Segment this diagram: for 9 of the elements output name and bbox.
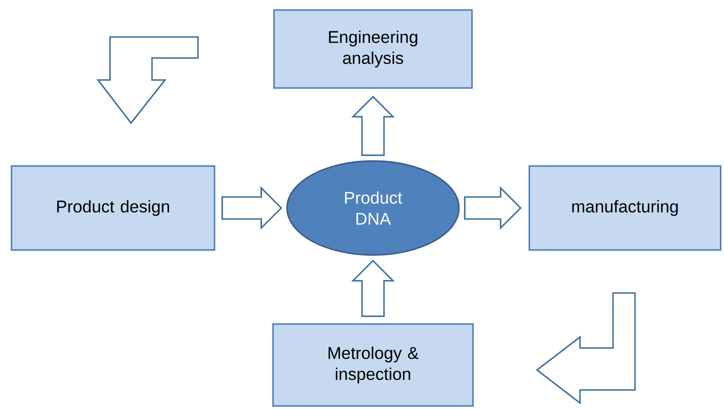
block-arrow [222,186,282,230]
process-box: manufacturing [528,165,722,251]
ellipse-node: Product DNA [286,160,460,256]
block-arrow [351,96,395,156]
process-box: Engineering analysis [273,9,473,89]
process-box: Metrology & inspection [272,323,474,407]
block-arrow [351,260,395,317]
block-arrow [464,186,522,230]
process-box: Product design [10,165,216,251]
